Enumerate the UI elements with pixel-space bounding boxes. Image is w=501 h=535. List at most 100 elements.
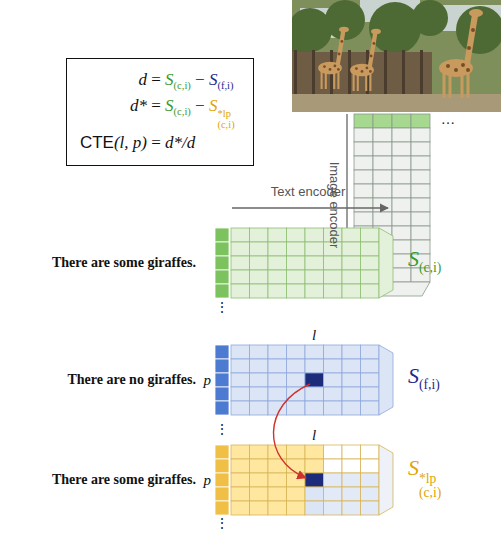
encoder-cell [411,142,430,156]
hidden-cell [324,270,343,284]
math-symbol: S(c,i) [165,96,191,115]
encoder-cell [373,128,392,142]
hidden-cell [305,359,324,373]
hidden-cell [324,387,343,401]
subscript: (c,i) [419,486,441,500]
hidden-cell [287,473,306,487]
hidden-cell [287,242,306,256]
hidden-cell [268,228,287,242]
encoder-cell [373,142,392,156]
hidden-cell [361,387,380,401]
hidden-cell [268,242,287,256]
hidden-cell [268,473,287,487]
hidden-cell [231,401,250,415]
math-index: *lp(c,i) [217,108,234,130]
hidden-cell [305,270,324,284]
hidden-cell [342,270,361,284]
hidden-cell [342,387,361,401]
hidden-cell [287,345,306,359]
math-text: d* [130,96,147,115]
hidden-cell [250,270,269,284]
hidden-cell [361,345,380,359]
math-text: d*/d [165,133,195,152]
encoder-cell [354,156,373,170]
hidden-cell [250,242,269,256]
subscript: (f,i) [217,80,233,91]
encoder-cell [354,114,373,128]
hidden-cell [361,284,380,298]
encoder-cell [354,198,373,212]
formula-lhs: CTE(l, p) [79,130,147,156]
hidden-cell [305,473,324,487]
hidden-cell [342,459,361,473]
hidden-cell [324,459,343,473]
tree [412,0,448,36]
encoder-cell [373,114,392,128]
encoder-cell [373,198,392,212]
subscript: (c,i) [174,107,191,118]
hidden-cell [268,256,287,270]
math-symbol: S(c,i) [165,70,191,89]
hidden-cell [231,359,250,373]
math-text: d [139,70,148,89]
formula-line: d = S(c,i) − S(f,i) [79,67,239,93]
token-cell [215,256,229,270]
token-cell [215,373,229,387]
input-sentence: There are no giraffes. [67,372,196,387]
math-letter: S [209,70,218,89]
subscript: (c,i) [174,80,191,91]
hidden-cell [231,270,250,284]
giraffe [318,27,349,89]
similarity-score: S(f,i) [408,364,440,391]
fence-post [402,50,405,96]
axis-label: Image encoder [327,162,341,249]
encoder-cell [392,226,411,240]
ellipsis: … [441,112,455,127]
encoder-cell [373,184,392,198]
token-cell [215,242,229,256]
math-symbol: S*lp(c,i) [408,455,441,480]
encoder-cell [354,212,373,226]
text-encoder [215,345,393,415]
hidden-cell [231,459,250,473]
space [205,70,209,89]
hidden-cell [268,487,287,501]
hidden-cell [231,445,250,459]
hidden-cell [287,387,306,401]
math-symbol: S*lp(c,i) [209,96,235,115]
encoder-cell [392,156,411,170]
encoder-cell [392,198,411,212]
hidden-cell [305,345,324,359]
hidden-cell [342,501,361,515]
hidden-cell [231,228,250,242]
math-operator: CTE [80,133,114,152]
token-cell [215,401,229,415]
hidden-cell [287,359,306,373]
hidden-cell [231,501,250,515]
hidden-cell [305,284,324,298]
hidden-cell [342,284,361,298]
hidden-cell [324,359,343,373]
hidden-cell [361,228,380,242]
hidden-cell [231,487,250,501]
hidden-cell [361,501,380,515]
hidden-cell [250,445,269,459]
encoder-cell [354,184,373,198]
math-symbol: S(c,i) [408,246,441,271]
encoder-head [379,345,393,415]
hidden-cell [305,228,324,242]
hidden-cell [305,445,324,459]
math-text: = [151,70,161,89]
encoder-cell [354,170,373,184]
encoder-cell [411,156,430,170]
hidden-cell [250,284,269,298]
math-symbol: S(f,i) [209,70,234,89]
hidden-cell [324,473,343,487]
token-cell [215,387,229,401]
hidden-cell [324,345,343,359]
math-letter: S [408,246,419,271]
encoder-cell [392,142,411,156]
formula-box: d = S(c,i) − S(f,i)d* = S(c,i) − S*lp(c,… [66,58,254,166]
hidden-cell [361,256,380,270]
